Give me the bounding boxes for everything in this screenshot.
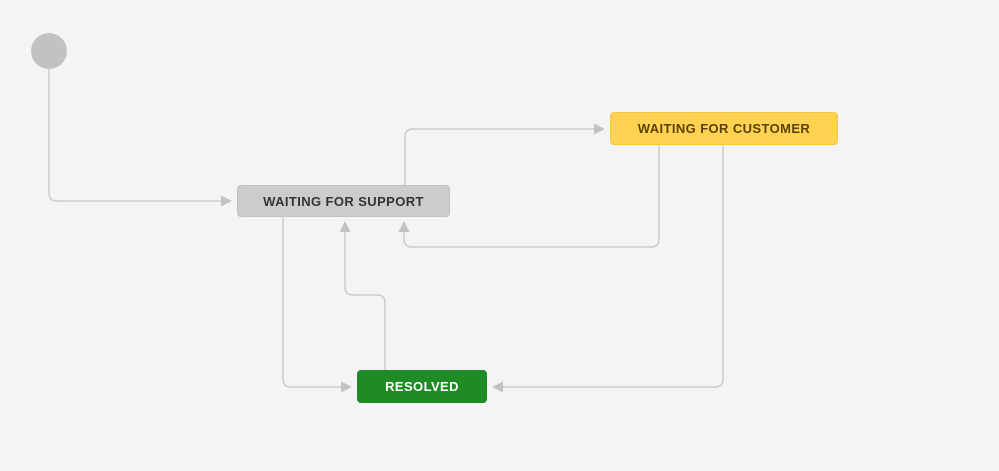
status-waiting-for-customer-label: WAITING FOR CUSTOMER — [637, 121, 811, 136]
transition-waiting-for-support-to-waiting-for-customer[interactable] — [404, 123, 605, 186]
status-resolved-label: RESOLVED — [385, 379, 459, 394]
transition-waiting-for-support-to-resolved[interactable] — [282, 217, 352, 393]
status-resolved[interactable]: RESOLVED — [357, 370, 487, 403]
transition-waiting-for-customer-to-resolved[interactable] — [492, 145, 724, 393]
status-waiting-for-support[interactable]: WAITING FOR SUPPORT — [237, 185, 450, 217]
transition-resolved-to-waiting-for-support[interactable] — [339, 221, 386, 370]
workflow-start-node[interactable] — [31, 33, 67, 69]
status-waiting-for-support-label: WAITING FOR SUPPORT — [263, 193, 424, 209]
status-waiting-for-customer[interactable]: WAITING FOR CUSTOMER — [610, 112, 838, 145]
transition-start-to-waiting-for-support[interactable] — [48, 69, 232, 207]
transition-waiting-for-customer-to-waiting-for-support[interactable] — [398, 145, 660, 248]
